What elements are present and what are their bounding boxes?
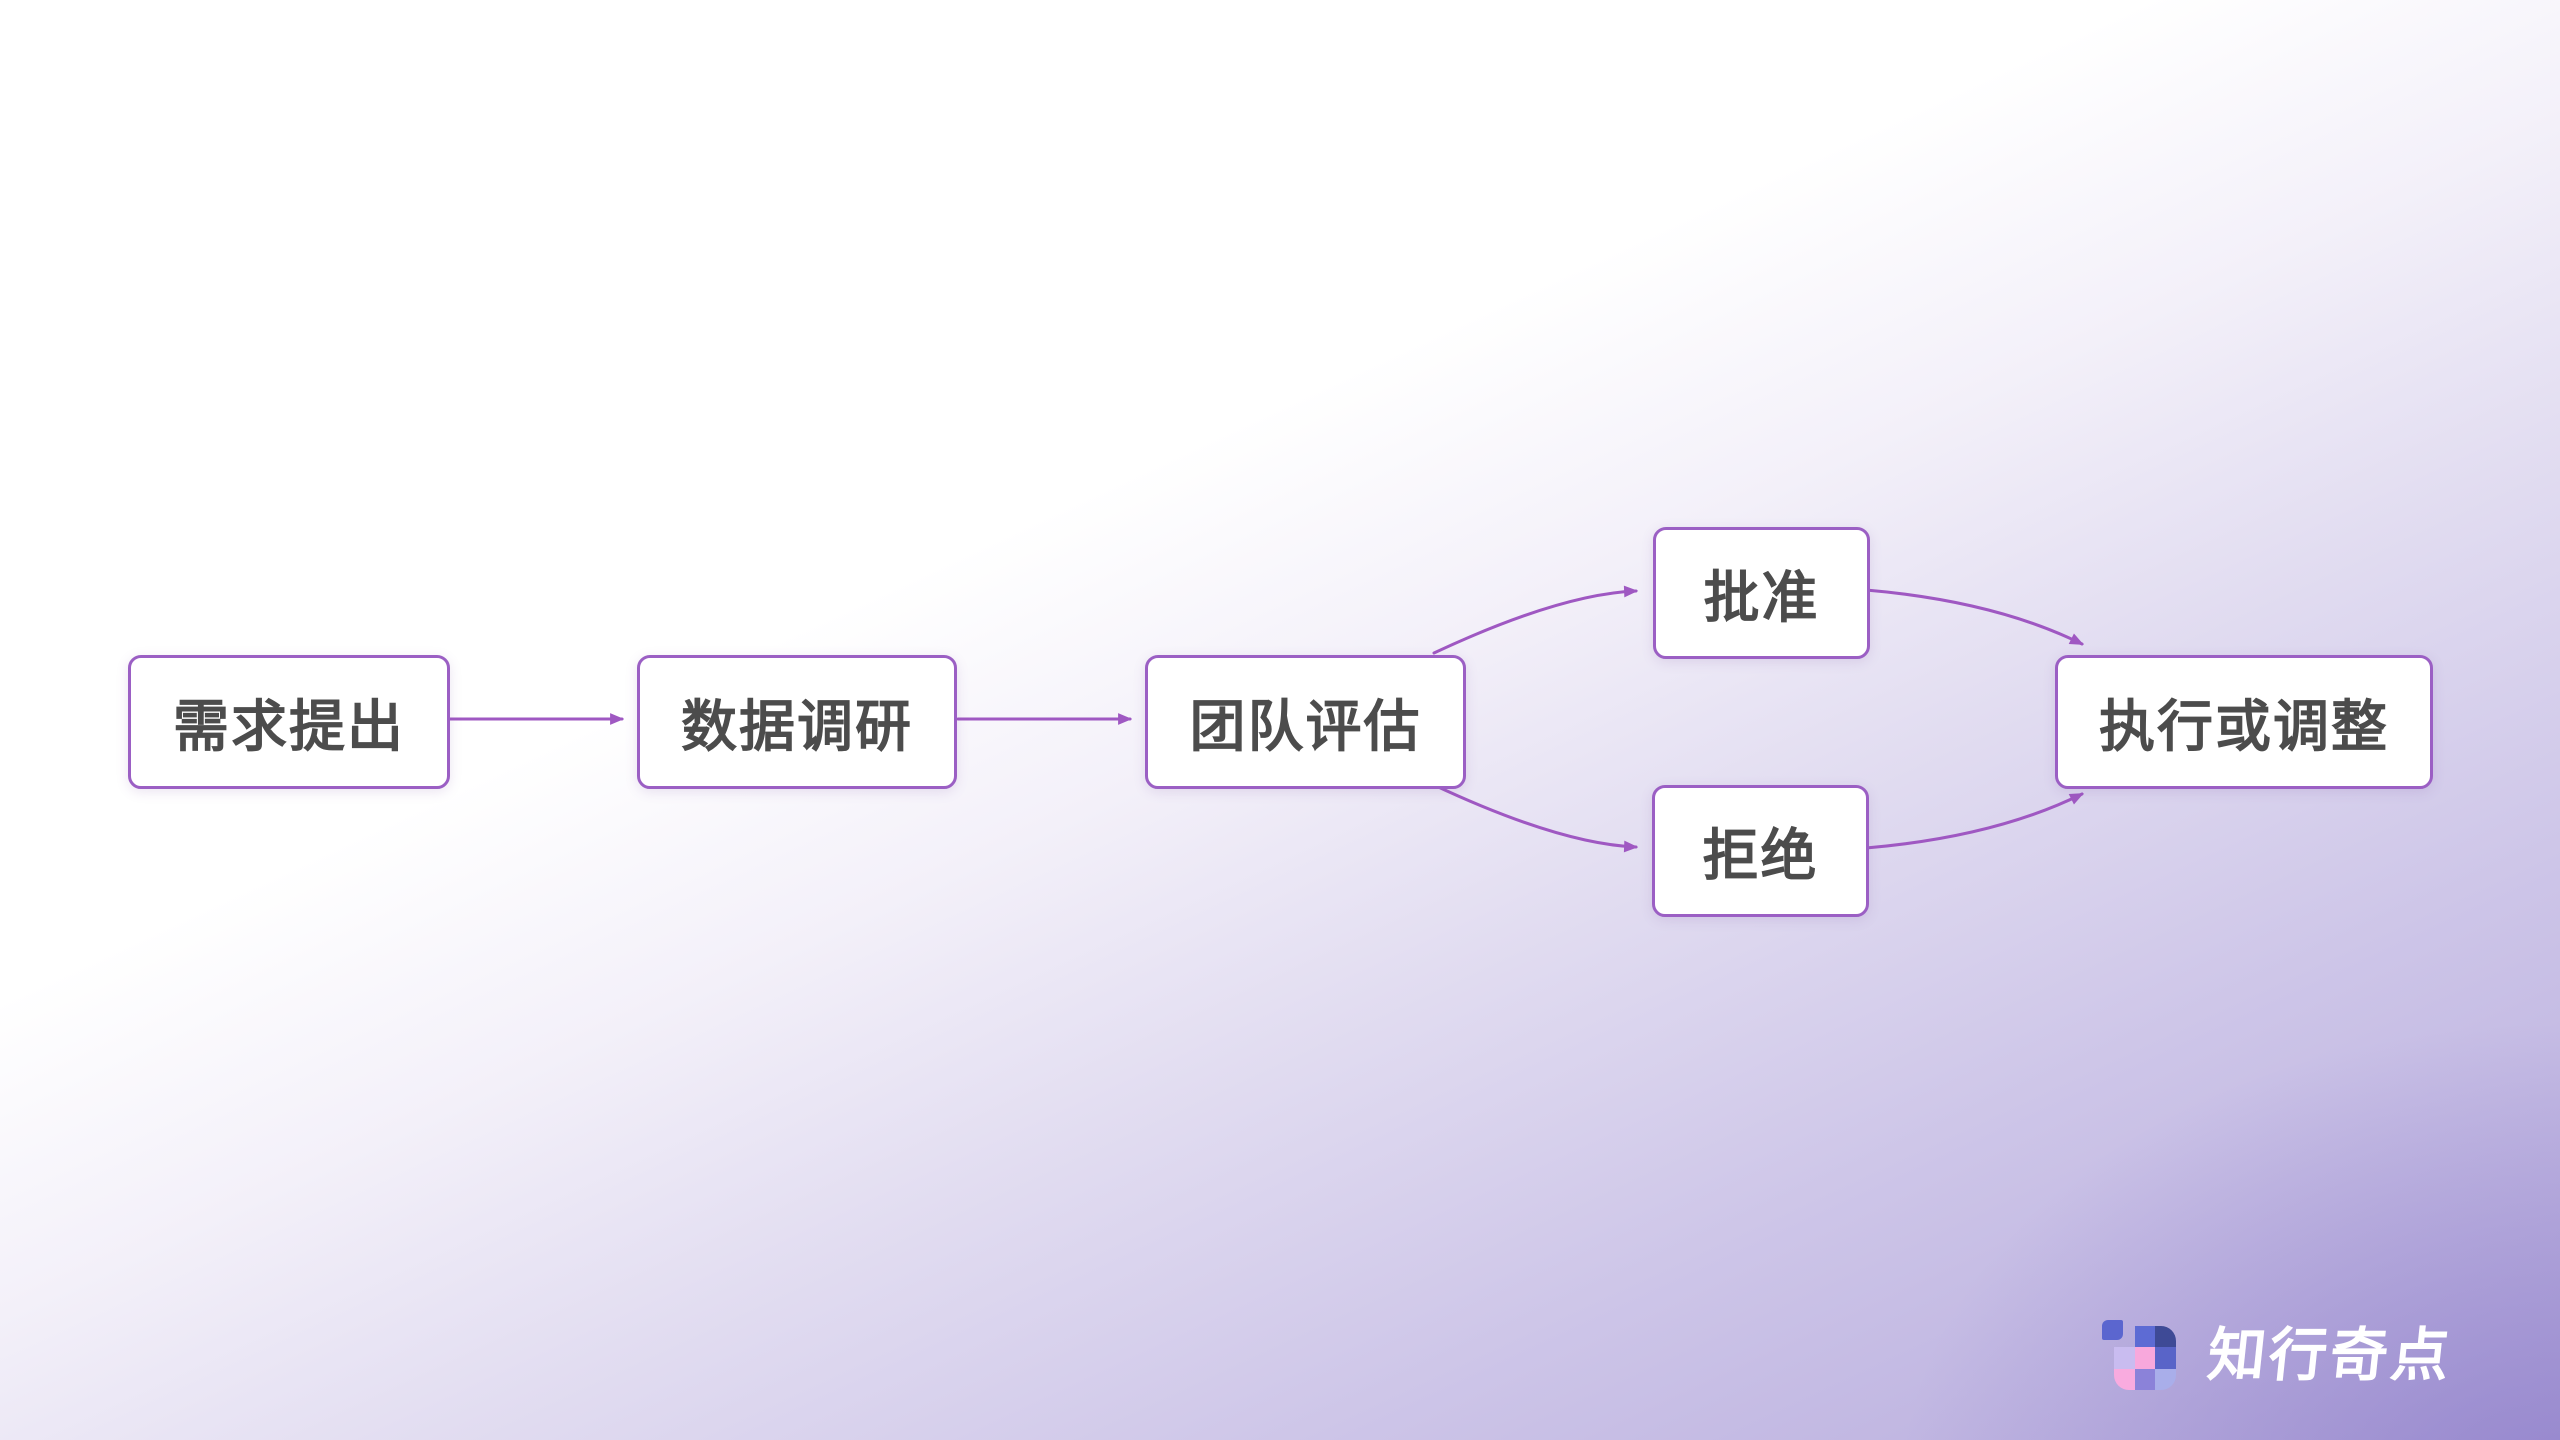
logo-detached-square bbox=[2102, 1320, 2123, 1340]
edge-evaluate-approve-arrow bbox=[1432, 585, 1639, 655]
flow-node-approve: 批准 bbox=[1653, 527, 1870, 659]
flow-node-research: 数据调研 bbox=[637, 655, 957, 789]
flow-node-reject-label: 拒绝 bbox=[1702, 823, 1819, 887]
brand-watermark: 知行奇点 bbox=[2102, 1314, 2542, 1398]
flow-node-evaluate: 团队评估 bbox=[1145, 655, 1466, 789]
flow-node-reject: 拒绝 bbox=[1652, 785, 1869, 917]
flow-node-evaluate-label: 团队评估 bbox=[1189, 694, 1422, 758]
logo-pixel-grid bbox=[2114, 1326, 2176, 1390]
brand-logo-icon bbox=[2102, 1318, 2178, 1392]
edge-reject-execute-arrow bbox=[1864, 792, 2084, 850]
flow-node-execute-label: 执行或调整 bbox=[2099, 694, 2389, 758]
edge-evaluate-reject-arrow bbox=[1432, 783, 1639, 853]
flow-node-research-label: 数据调研 bbox=[681, 694, 913, 758]
flow-node-execute: 执行或调整 bbox=[2055, 655, 2433, 789]
flow-node-demand: 需求提出 bbox=[128, 655, 450, 789]
brand-name-text: 知行奇点 bbox=[2204, 1323, 2456, 1388]
edge-approve-execute-arrow bbox=[1864, 588, 2084, 646]
flow-node-demand-label: 需求提出 bbox=[173, 694, 405, 758]
flow-node-approve-label: 批准 bbox=[1703, 565, 1820, 629]
